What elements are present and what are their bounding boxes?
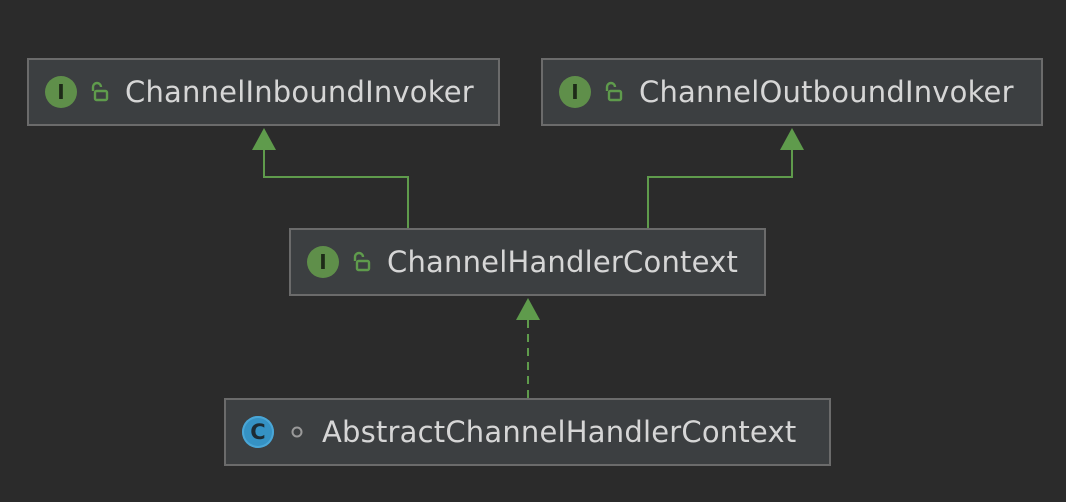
node-channel-outbound-invoker[interactable]: I ChannelOutboundInvoker <box>541 58 1043 126</box>
interface-icon: I <box>45 76 77 108</box>
interface-icon: I <box>307 246 339 278</box>
node-label: ChannelOutboundInvoker <box>639 75 1014 109</box>
public-lock-icon <box>601 79 627 105</box>
public-lock-icon <box>349 249 375 275</box>
edge-context-to-outbound <box>647 128 804 228</box>
node-label: ChannelHandlerContext <box>387 245 739 279</box>
outbound-arrowhead <box>780 128 804 150</box>
node-label: AbstractChannelHandlerContext <box>322 415 797 449</box>
node-abstract-channel-handler-context[interactable]: C AbstractChannelHandlerContext <box>224 398 831 466</box>
edge-context-to-inbound <box>252 128 409 228</box>
abstract-class-icon: C <box>242 416 274 448</box>
node-channel-inbound-invoker[interactable]: I ChannelInboundInvoker <box>27 58 500 126</box>
public-lock-icon <box>87 79 113 105</box>
context-arrowhead <box>516 298 540 320</box>
edge-abstract-to-context <box>516 298 540 398</box>
package-private-dot-icon <box>284 419 310 445</box>
inbound-arrowhead <box>252 128 276 150</box>
node-label: ChannelInboundInvoker <box>125 75 474 109</box>
node-channel-handler-context[interactable]: I ChannelHandlerContext <box>289 228 766 296</box>
interface-icon: I <box>559 76 591 108</box>
